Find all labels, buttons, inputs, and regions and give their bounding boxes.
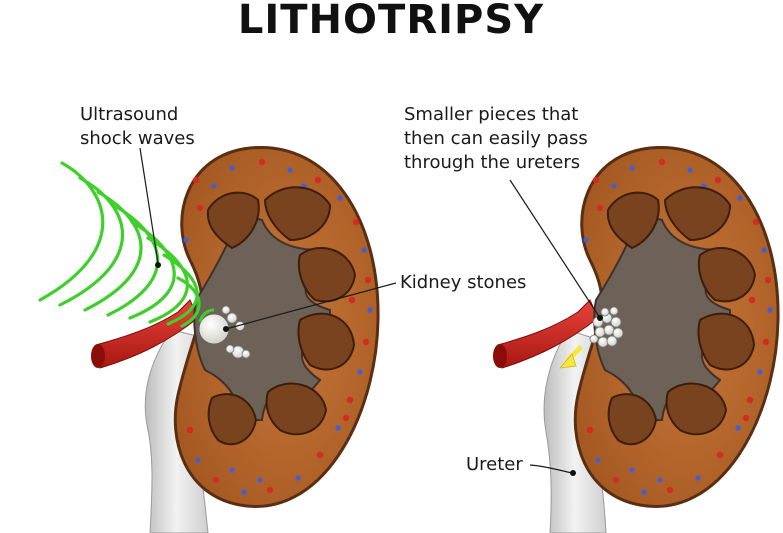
vessel-dot [342, 414, 350, 422]
shock-waves-leader [139, 147, 159, 264]
vessel-dot [314, 176, 322, 184]
vessel-dot [595, 457, 601, 463]
renal-pyramids-left [206, 186, 357, 446]
vessel-dot [335, 425, 341, 431]
vessel-dot [361, 247, 367, 253]
page-title: LITHOTRIPSY [238, 0, 544, 43]
vessel-dot [586, 426, 594, 434]
vessel-dot [196, 204, 204, 212]
vessel-dot [764, 276, 772, 284]
shock-waves-label-line2: shock waves [80, 128, 195, 149]
vessel-dot [229, 165, 235, 171]
shock-waves-icon [38, 161, 201, 328]
vessel-dot [195, 457, 201, 463]
vessel-dot [592, 176, 600, 184]
vessel-dot [295, 475, 301, 481]
kidney-after-lithotripsy [493, 145, 780, 533]
vessel-dot [641, 489, 647, 495]
ureter-label: Ureter [466, 454, 523, 475]
vessel-dot [583, 237, 589, 243]
vessel-dot [346, 396, 354, 404]
vessel-dot [748, 296, 756, 304]
vessel-dot [186, 426, 194, 434]
cortex-vessels-right [583, 158, 773, 495]
vessel-dot [192, 176, 200, 184]
vessel-dot [316, 451, 324, 459]
kidney-stones-label: Kidney stones [400, 272, 526, 293]
vessel-dot [757, 369, 763, 375]
vessel-dot [266, 486, 274, 494]
vessel-dot [761, 247, 767, 253]
vessel-dot [716, 451, 724, 459]
vessel-dot [183, 237, 189, 243]
vessel-dot [658, 158, 666, 166]
smaller-pieces-line2: then can easily pass [404, 128, 588, 149]
kidney-stones-leader [225, 282, 397, 330]
vessel-dot [287, 167, 293, 173]
vessel-dot [611, 183, 617, 189]
vessel-dot [257, 477, 263, 483]
down-arrow-icon [559, 345, 583, 369]
vessel-dot [762, 338, 770, 346]
smaller-pieces-leader [509, 179, 601, 319]
smaller-pieces-leader-dot [597, 315, 603, 321]
vessel-dot [714, 176, 722, 184]
vessel-dot [357, 369, 363, 375]
vessel-dot [629, 165, 635, 171]
vessel-dot [737, 195, 743, 201]
shock-waves-label-line1: Ultrasound [80, 104, 178, 125]
vessel-dot [362, 338, 370, 346]
ureter-leader [529, 464, 573, 474]
vessel-dot [657, 477, 663, 483]
shock-waves-label: Ultrasound shock waves [80, 104, 195, 149]
vessel-dot [742, 414, 750, 422]
vessel-dot [367, 307, 373, 313]
vessel-dot [695, 475, 701, 481]
vessel-dot [241, 489, 247, 495]
vessel-dot [687, 167, 693, 173]
vessel-dot [211, 183, 217, 189]
vessel-dot [666, 486, 674, 494]
vessel-dot [735, 425, 741, 431]
vessel-dot [612, 476, 620, 484]
vessel-dot [596, 204, 604, 212]
vessel-dot [212, 476, 220, 484]
vessel-dot [348, 296, 356, 304]
vessel-dot [258, 158, 266, 166]
smaller-pieces-line1: Smaller pieces that [404, 104, 578, 125]
vessel-dot [629, 467, 635, 473]
vessel-dot [767, 307, 773, 313]
kidney-with-stone [91, 145, 380, 533]
shock-waves-leader-dot [155, 262, 161, 268]
smaller-pieces-label: Smaller pieces that then can easily pass… [404, 104, 594, 173]
vessel-dot [229, 467, 235, 473]
cortex-vessels-left [183, 158, 373, 495]
vessel-dot [752, 218, 760, 226]
vessel-dot [337, 195, 343, 201]
vessel-dot [352, 218, 360, 226]
ureter-leader-dot [570, 470, 576, 476]
vessel-dot [746, 396, 754, 404]
renal-pyramids-right [606, 186, 757, 446]
kidney-stones-leader-dot [223, 326, 229, 332]
smaller-pieces-line3: through the ureters [404, 152, 580, 173]
vessel-dot [364, 276, 372, 284]
